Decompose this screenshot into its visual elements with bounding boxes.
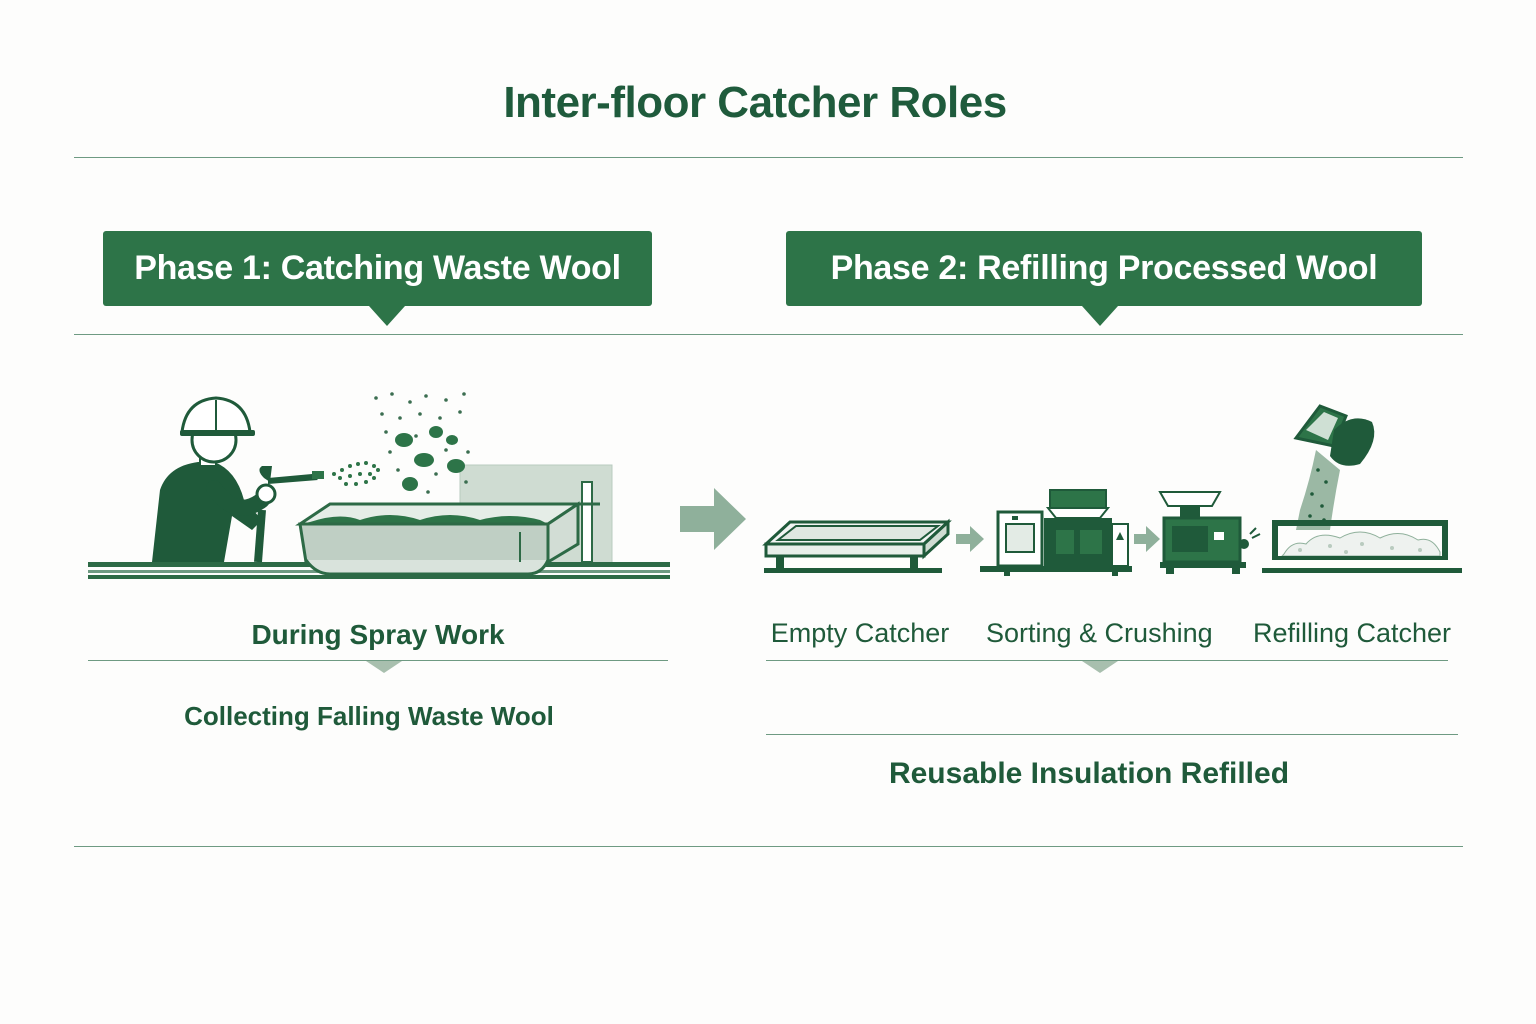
- step-label-sorting-crushing: Sorting & Crushing: [986, 618, 1213, 648]
- phase1-caption-main: During Spray Work: [251, 619, 505, 650]
- step-label-refilling-catcher: Refilling Catcher: [1252, 618, 1452, 648]
- bottom-divider: [74, 846, 1463, 847]
- page-title: Inter-floor Catcher Roles: [503, 78, 1007, 127]
- phase2-steps-pointer: [1082, 661, 1118, 673]
- phase2-result: Reusable Insulation Refilled: [888, 757, 1290, 790]
- phase2-result-divider: [766, 734, 1458, 735]
- step-label-empty-catcher: Empty Catcher: [770, 618, 950, 648]
- phase2-header-pointer: [1082, 306, 1118, 326]
- phase1-caption-divider: [88, 660, 668, 661]
- phase1-header-pointer: [369, 306, 405, 326]
- phase2-header: Phase 2: Refilling Processed Wool: [786, 231, 1422, 306]
- phase1-caption-pointer: [366, 661, 402, 673]
- phase1-caption-sub: Collecting Falling Waste Wool: [184, 701, 554, 731]
- header-divider: [74, 334, 1463, 335]
- phase1-header: Phase 1: Catching Waste Wool: [103, 231, 652, 306]
- phase2-steps-divider: [766, 660, 1448, 661]
- title-divider: [74, 157, 1463, 158]
